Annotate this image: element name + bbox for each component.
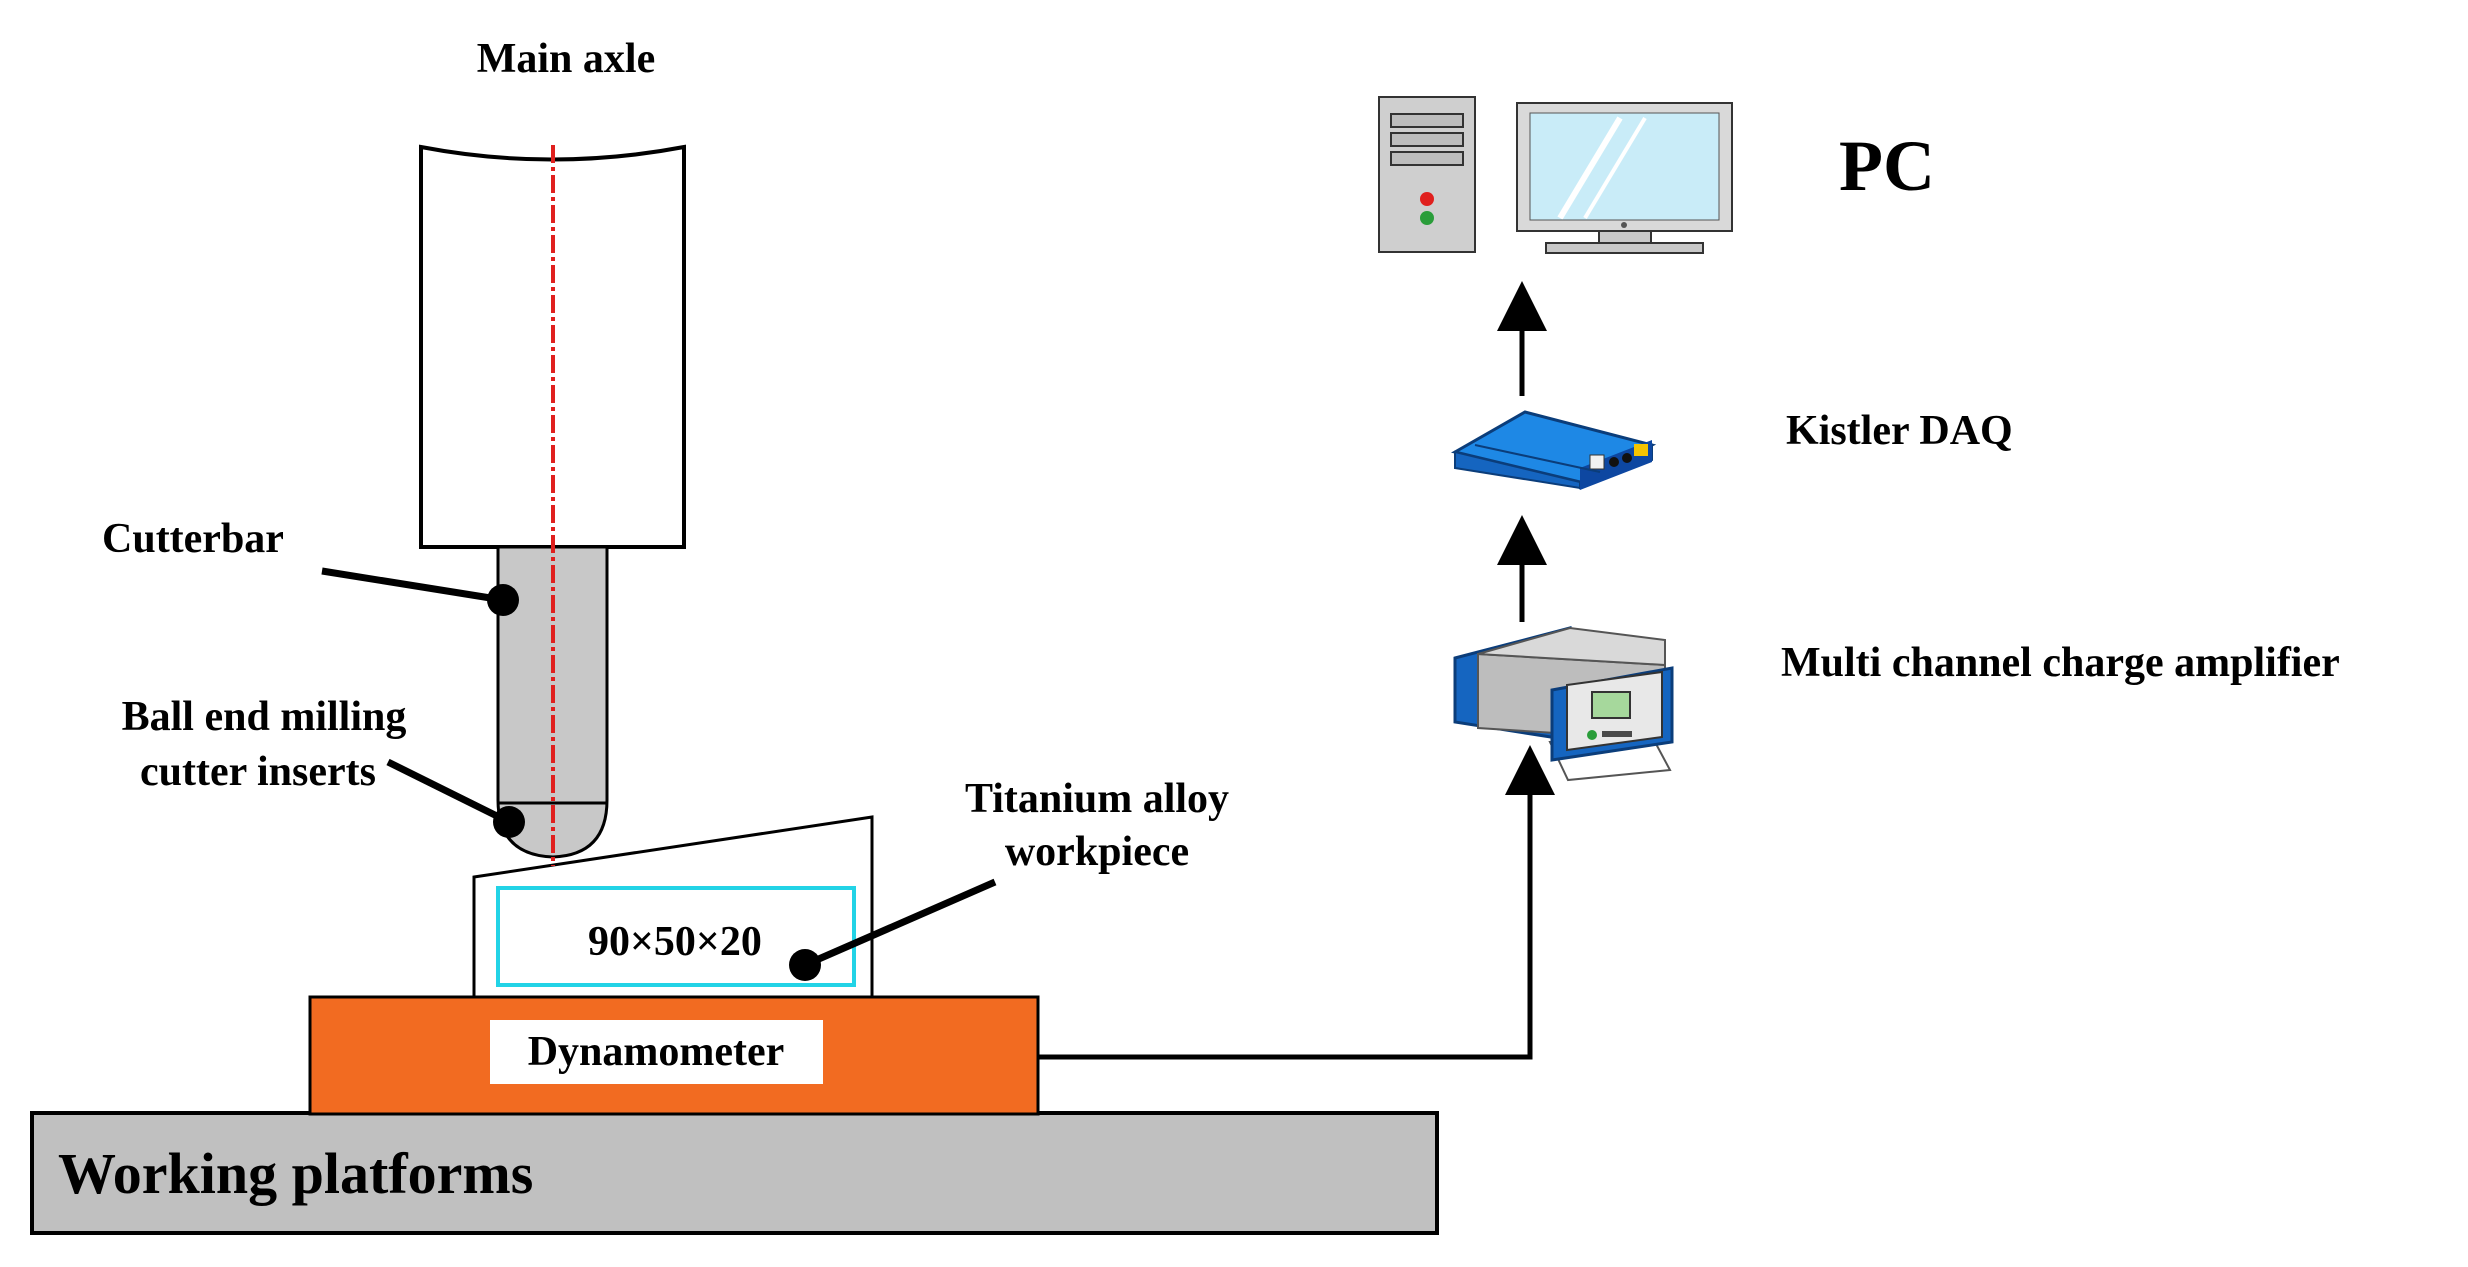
- dynamometer-label-box: [490, 1020, 823, 1084]
- ball-end-leader-dot: [493, 806, 525, 838]
- pc-label: PC: [1839, 126, 1935, 206]
- cutterbar-label: Cutterbar: [102, 516, 284, 562]
- ball-end-label-line2: cutter inserts: [140, 749, 376, 795]
- ball-end-leader: [386, 758, 511, 826]
- titanium-label-line2: workpiece: [1005, 829, 1189, 875]
- workpiece-size-label: 90×50×20: [588, 919, 762, 965]
- kistler-daq-icon: [1450, 410, 1657, 490]
- monitor-icon: [1516, 102, 1733, 254]
- kistler-daq-label: Kistler DAQ: [1786, 408, 2013, 454]
- signal-line-dynamometer-amplifier: [1038, 745, 1555, 1060]
- working-platforms-label: Working platforms: [58, 1141, 533, 1206]
- workpiece-size-frame: [496, 886, 856, 987]
- cutterbar-leader-dot: [487, 584, 519, 616]
- titanium-leader: [803, 878, 997, 969]
- titanium-leader-dot: [789, 949, 821, 981]
- working-platform: [30, 1111, 1439, 1235]
- titanium-label-line1: Titanium alloy: [965, 776, 1229, 822]
- cutterbar-leader: [321, 567, 504, 604]
- charge-amplifier-icon: [1453, 626, 1674, 782]
- ball-end-label-line1: Ball end milling: [122, 694, 407, 740]
- dynamometer-label: Dynamometer: [528, 1029, 785, 1075]
- amplifier-label: Multi channel charge amplifier: [1781, 640, 2340, 686]
- main-axle-label: Main axle: [477, 36, 655, 82]
- pc-tower-icon: [1378, 96, 1476, 253]
- titanium-workpiece: [472, 815, 874, 999]
